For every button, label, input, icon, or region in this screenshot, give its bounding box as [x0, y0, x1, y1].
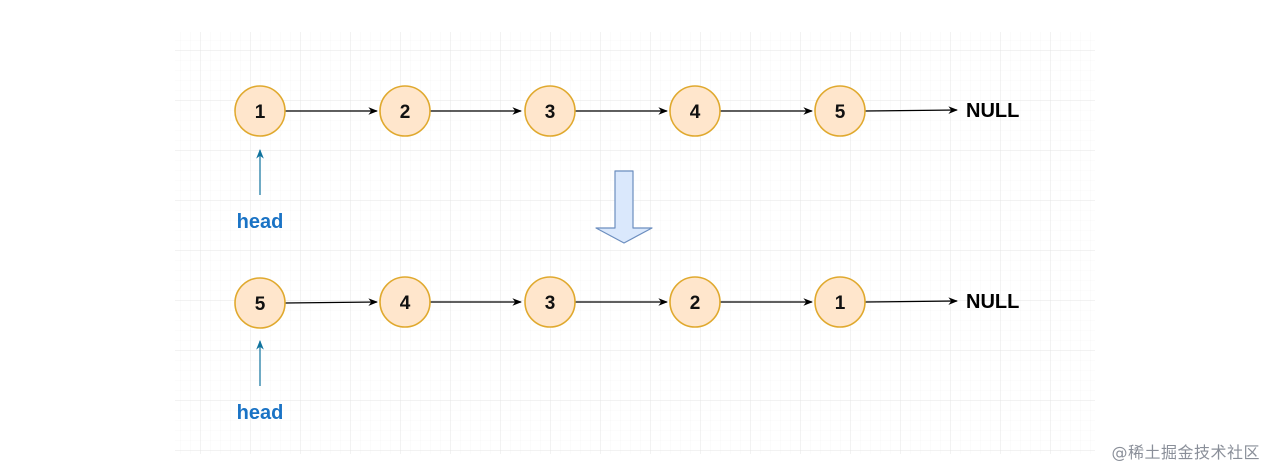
list-node: 4	[669, 85, 721, 137]
link-arrow	[284, 298, 378, 306]
node-value: 4	[400, 293, 411, 314]
down-arrow-icon	[595, 170, 653, 244]
list-node: 3	[524, 85, 576, 137]
watermark: @稀土掘金技术社区	[1111, 443, 1260, 462]
head-label: head	[237, 402, 284, 424]
null-terminal: NULL	[966, 100, 1019, 122]
node-value: 2	[400, 102, 411, 123]
list-after: 5 4 3 2 1 NULL head	[234, 276, 1019, 424]
null-terminal: NULL	[966, 291, 1019, 313]
list-node: 1	[814, 276, 866, 328]
head-label: head	[237, 211, 284, 233]
node-value: 1	[255, 102, 266, 123]
list-node: 5	[234, 277, 286, 329]
node-value: 3	[545, 293, 556, 314]
null-arrow	[864, 106, 958, 114]
node-value: 3	[545, 102, 556, 123]
null-arrow	[864, 297, 958, 305]
list-node: 3	[524, 276, 576, 328]
list-node: 2	[379, 85, 431, 137]
node-value: 4	[690, 102, 701, 123]
node-value: 5	[835, 102, 846, 123]
node-value: 1	[835, 293, 846, 314]
list-node: 2	[669, 276, 721, 328]
list-node: 1	[234, 85, 286, 137]
list-node: 5	[814, 85, 866, 137]
list-node: 4	[379, 276, 431, 328]
node-value: 2	[690, 293, 701, 314]
node-value: 5	[255, 294, 266, 315]
grid-background	[175, 32, 1095, 454]
list-before: 1 2 3 4 5 NULL head	[234, 85, 1019, 233]
